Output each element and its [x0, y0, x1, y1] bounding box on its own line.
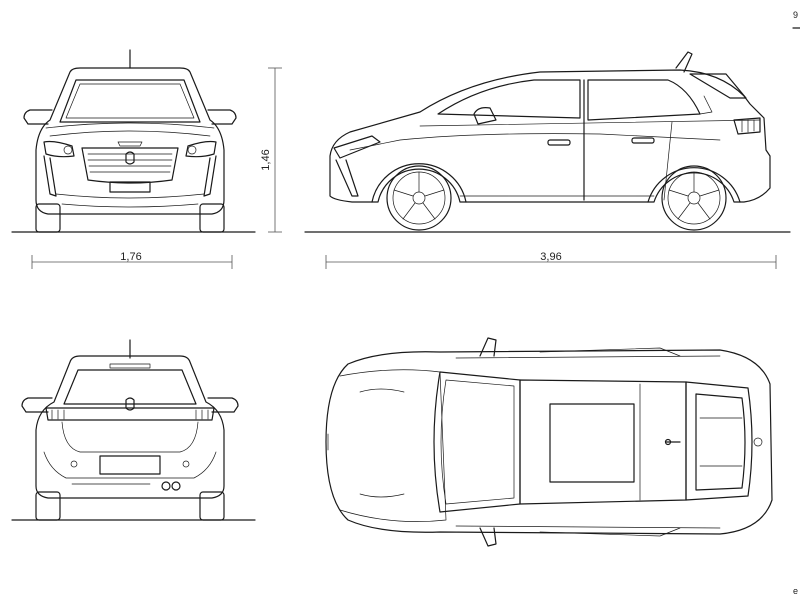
top-view	[325, 337, 773, 547]
corner-mark-top: 9	[793, 10, 798, 20]
width-dimension: 1,76	[31, 251, 233, 269]
side-view	[304, 51, 791, 233]
width-dimension-label: 1,76	[120, 251, 141, 263]
corner-mark-bottom: e	[793, 586, 798, 596]
length-dimension: 3,96	[325, 251, 777, 269]
length-dimension-label: 3,96	[540, 251, 561, 263]
height-dimension-label: 1,46	[260, 149, 272, 170]
rear-view	[11, 339, 256, 521]
height-dimension: 1,46	[260, 67, 282, 233]
front-view	[11, 49, 256, 233]
